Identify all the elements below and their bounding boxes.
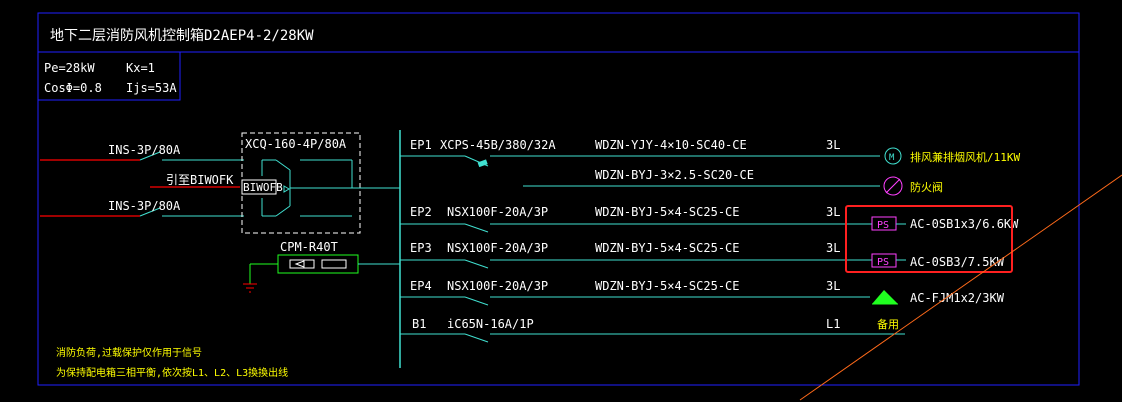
circuit-row: EP3 NSX100F-20A/3P WDZN-BYJ-5×4-SC25-CE … — [400, 241, 1005, 269]
param-box — [37, 51, 181, 101]
transfer-switch-contacts — [261, 159, 400, 217]
circuit-phase: 3L — [826, 138, 840, 152]
circuit-id: EP3 — [410, 241, 432, 255]
input-feeder-1: INS-3P/80A — [40, 143, 244, 161]
circuit-cable: WDZN-BYJ-3×2.5-SC20-CE — [595, 168, 754, 182]
circuit-cable: WDZN-BYJ-5×4-SC25-CE — [595, 205, 740, 219]
transfer-switch-label: XCQ-160-4P/80A — [245, 137, 347, 151]
spd-label: CPM-R40T — [280, 240, 338, 254]
highlight-box — [845, 205, 1013, 273]
circuit-breaker: iC65N-16A/1P — [447, 317, 534, 331]
orange-slash-line — [799, 174, 1122, 401]
input-2-label: INS-3P/80A — [108, 199, 181, 213]
circuit-breaker: NSX100F-20A/3P — [447, 241, 548, 255]
circuit-breaker: NSX100F-20A/3P — [447, 205, 548, 219]
circuit-phase: 3L — [826, 279, 840, 293]
circuit-cable: WDZN-BYJ-5×4-SC25-CE — [595, 279, 740, 293]
input-1-label: INS-3P/80A — [108, 143, 181, 157]
circuit-phase: 3L — [826, 205, 840, 219]
panel-title: 地下二层消防风机控制箱D2AEP4-2/28KW — [50, 28, 314, 44]
note-2: 为保持配电箱三相平衡,依次按L1、L2、L3換換出线 — [56, 366, 288, 379]
motor-icon — [884, 147, 902, 165]
param-kx: Kx=1 — [126, 61, 155, 75]
input-feeder-2: INS-3P/80A — [40, 199, 244, 217]
circuit-load: AC-0SB1x3/6.6KW — [910, 217, 1019, 231]
circuit-load: 排风兼排烟风机/11KW — [910, 150, 1020, 164]
circuit-row: B1 iC65N-16A/1P L1 备用 — [400, 317, 905, 343]
circuit-id: EP2 — [410, 205, 432, 219]
signal-label: 引至BIWOFK — [166, 173, 234, 187]
circuit-load: AC-0SB3/7.5KW — [910, 255, 1005, 269]
circuit-row: EP2 NSX100F-20A/3P WDZN-BYJ-5×4-SC25-CE … — [400, 205, 1019, 233]
biwofb-label: BIWOFB — [243, 181, 283, 194]
circuit-cable: WDZN-BYJ-5×4-SC25-CE — [595, 241, 740, 255]
circuit-phase: L1 — [826, 317, 840, 331]
circuit-row: WDZN-BYJ-3×2.5-SC20-CE 防火阀 — [523, 168, 943, 196]
circuit-phase: 3L — [826, 241, 840, 255]
note-1: 消防负荷,过载保护仅作用于信号 — [56, 346, 202, 359]
circuit-load: 备用 — [877, 317, 899, 331]
circuit-breaker: XCPS-45B/380/32A — [440, 138, 556, 152]
circuit-load: AC-FJM1x2/3KW — [910, 291, 1005, 305]
switch-arrow-icon — [283, 185, 290, 193]
outer-frame — [37, 12, 1080, 386]
param-cos: CosΦ=0.8 — [44, 81, 102, 95]
circuit-id: B1 — [412, 317, 426, 331]
ps-icon-label: PS — [877, 220, 889, 231]
damper-icon — [883, 176, 903, 196]
param-pe: Pe=28kW — [44, 61, 95, 75]
circuit-row: EP1 XCPS-45B/380/32A WDZN-YJY-4×10-SC40-… — [400, 138, 1020, 168]
ps-icon-label: PS — [877, 257, 889, 268]
circuit-breaker: NSX100F-20A/3P — [447, 279, 548, 293]
param-ijs: Ijs=53A — [126, 81, 177, 95]
circuit-cable: WDZN-YJY-4×10-SC40-CE — [595, 138, 747, 152]
circuit-id: EP4 — [410, 279, 432, 293]
circuit-id: EP1 — [410, 138, 432, 152]
ground-icon — [243, 283, 257, 293]
circuit-row: EP4 NSX100F-20A/3P WDZN-BYJ-5×4-SC25-CE … — [400, 279, 1005, 306]
circuit-load: 防火阀 — [910, 180, 943, 194]
spd-arrow-icon — [294, 260, 305, 268]
fan-icon — [872, 290, 898, 304]
svg-text:M: M — [889, 153, 895, 163]
biwofb-box — [241, 179, 277, 195]
